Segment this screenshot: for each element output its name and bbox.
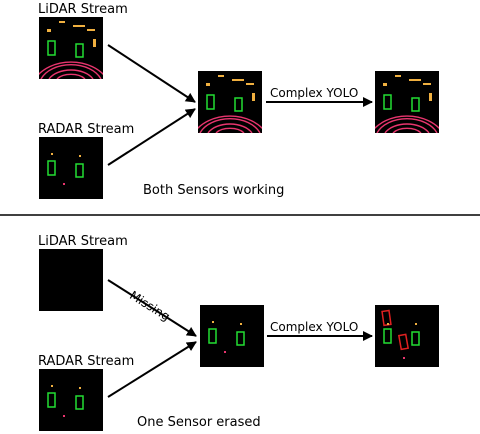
fusion-tile-bottom (200, 305, 264, 367)
radar-tile-bottom (39, 369, 103, 431)
lidar-stream-label-top: LiDAR Stream (38, 2, 128, 17)
lidar-tile-bottom-empty (39, 249, 103, 311)
lidar-stream-label-bottom: LiDAR Stream (38, 234, 128, 249)
model-label-bottom: Complex YOLO (270, 320, 359, 334)
arrow-radar-to-fusion-top (107, 108, 196, 166)
arrow-lidar-to-fusion-bottom (107, 279, 197, 337)
arrow-lidar-to-fusion-top (107, 44, 196, 103)
caption-top: Both Sensors working (143, 183, 285, 198)
radar-tile-top (39, 137, 103, 199)
output-tile-top (375, 71, 439, 133)
output-tile-bottom (375, 305, 439, 367)
model-label-top: Complex YOLO (270, 86, 359, 100)
radar-stream-label-top: RADAR Stream (38, 122, 135, 137)
radar-stream-label-bottom: RADAR Stream (38, 354, 135, 369)
caption-bottom: One Sensor erased (137, 415, 261, 430)
arrow-radar-to-fusion-bottom (107, 341, 197, 398)
lidar-tile-top (39, 17, 103, 79)
fusion-tile-top (198, 71, 262, 133)
